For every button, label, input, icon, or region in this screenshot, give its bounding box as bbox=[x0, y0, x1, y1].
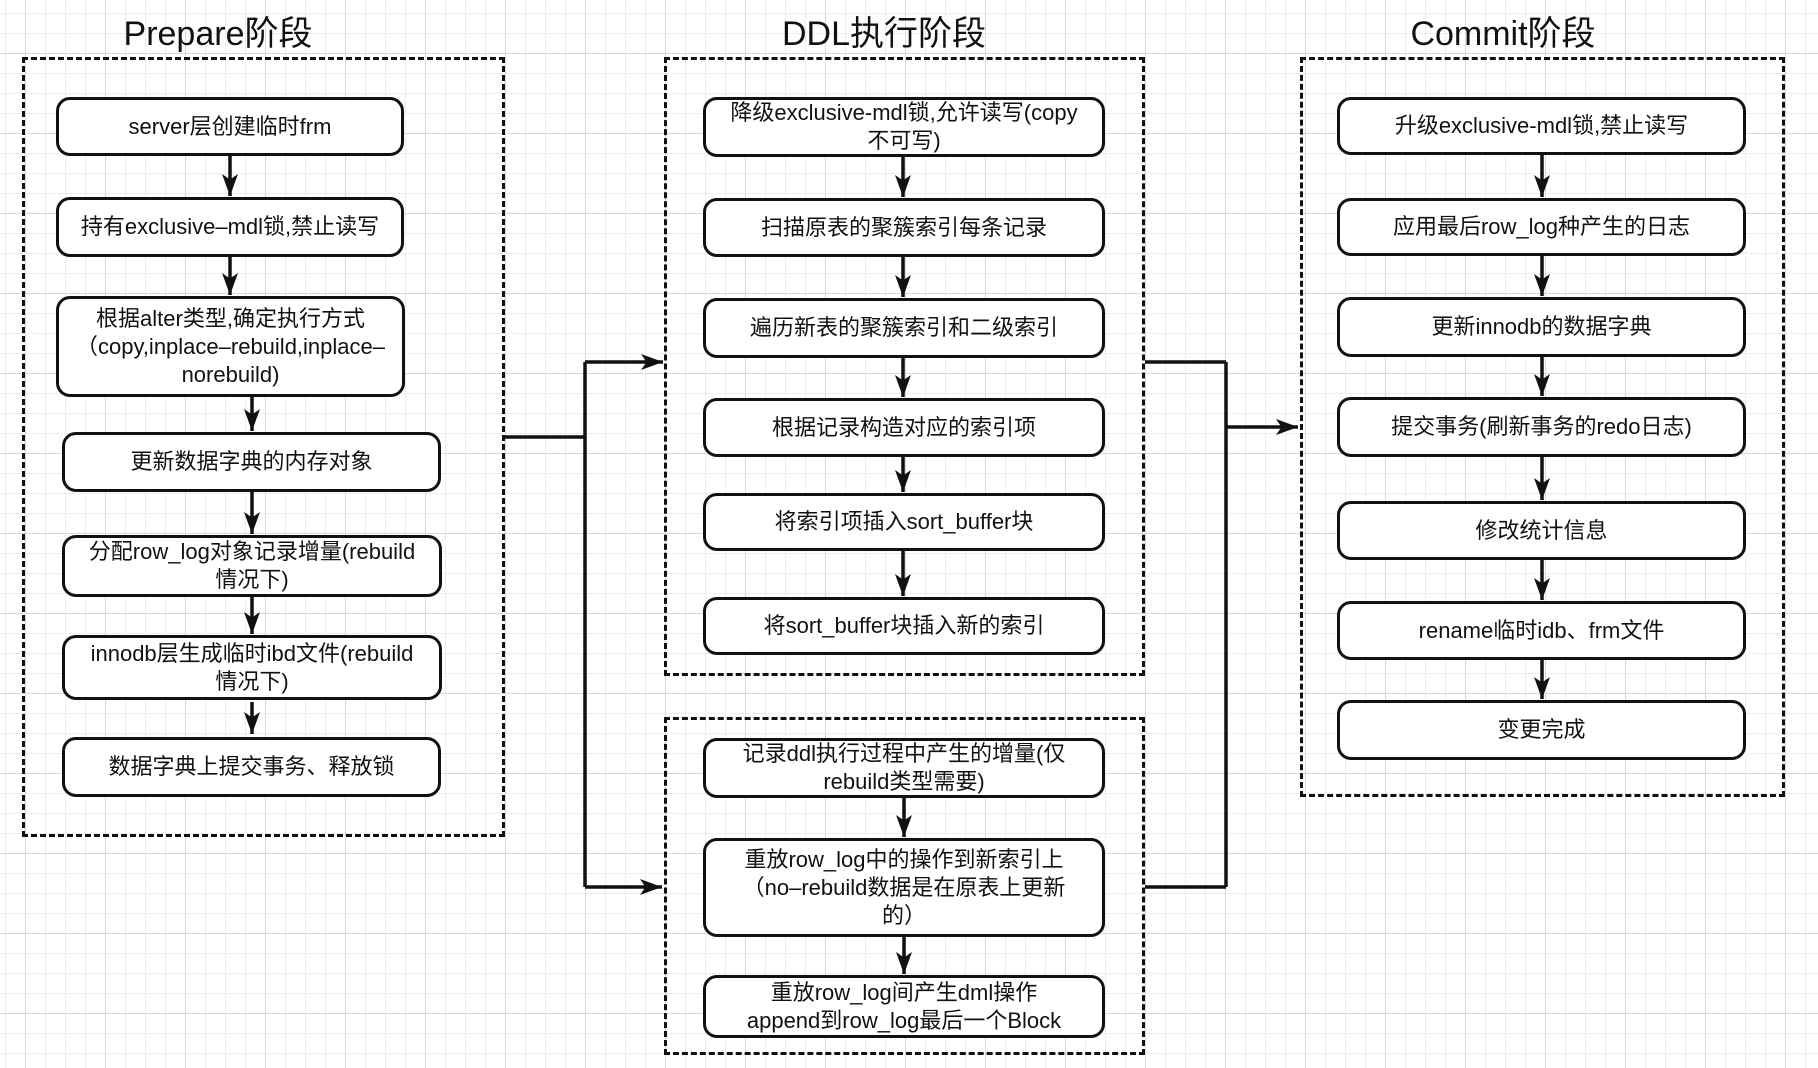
commit-step-6: rename临时idb、frm文件 bbox=[1337, 601, 1746, 660]
ddl-step-5: 将索引项插入sort_buffer块 bbox=[703, 493, 1105, 551]
prepare-phase-container bbox=[22, 57, 505, 837]
commit-step-2: 应用最后row_log种产生的日志 bbox=[1337, 198, 1746, 256]
prepare-step-6: innodb层生成临时ibd文件(rebuild 情况下) bbox=[62, 635, 442, 700]
ddl-step-6: 将sort_buffer块插入新的索引 bbox=[703, 597, 1105, 655]
ddl-substep-2: 重放row_log中的操作到新索引上 （no–rebuild数据是在原表上更新 … bbox=[703, 838, 1105, 937]
commit-step-1: 升级exclusive-mdl锁,禁止读写 bbox=[1337, 97, 1746, 155]
ddl-rowlog-phase-container bbox=[664, 717, 1145, 1055]
ddl-step-4: 根据记录构造对应的索引项 bbox=[703, 398, 1105, 457]
commit-phase-container bbox=[1300, 57, 1785, 797]
prepare-step-5: 分配row_log对象记录增量(rebuild 情况下) bbox=[62, 535, 442, 597]
commit-step-4: 提交事务(刷新事务的redo日志) bbox=[1337, 397, 1746, 457]
ddl-substep-3: 重放row_log间产生dml操作 append到row_log最后一个Bloc… bbox=[703, 975, 1105, 1038]
ddl-step-1: 降级exclusive-mdl锁,允许读写(copy 不可写) bbox=[703, 97, 1105, 157]
ddl-step-2: 扫描原表的聚簇索引每条记录 bbox=[703, 198, 1105, 257]
connector-ddl-to-commit bbox=[1145, 360, 1228, 889]
ddl-substep-1: 记录ddl执行过程中产生的增量(仅 rebuild类型需要) bbox=[703, 738, 1105, 798]
commit-step-5: 修改统计信息 bbox=[1337, 501, 1746, 560]
commit-step-3: 更新innodb的数据字典 bbox=[1337, 297, 1746, 357]
prepare-step-1: server层创建临时frm bbox=[56, 97, 404, 156]
commit-step-7: 变更完成 bbox=[1337, 700, 1746, 760]
connector-prepare-to-ddl bbox=[505, 362, 587, 887]
ddl-phase-container bbox=[664, 57, 1145, 676]
prepare-step-7: 数据字典上提交事务、释放锁 bbox=[62, 737, 441, 797]
ddl-step-3: 遍历新表的聚簇索引和二级索引 bbox=[703, 298, 1105, 358]
prepare-phase-title: Prepare阶段 bbox=[123, 15, 313, 53]
prepare-step-3: 根据alter类型,确定执行方式 （copy,inplace–rebuild,i… bbox=[56, 296, 405, 397]
prepare-step-4: 更新数据字典的内存对象 bbox=[62, 432, 441, 492]
prepare-step-2: 持有exclusive–mdl锁,禁止读写 bbox=[56, 197, 404, 257]
ddl-phase-title: DDL执行阶段 bbox=[781, 15, 987, 53]
commit-phase-title: Commit阶段 bbox=[1410, 15, 1596, 53]
